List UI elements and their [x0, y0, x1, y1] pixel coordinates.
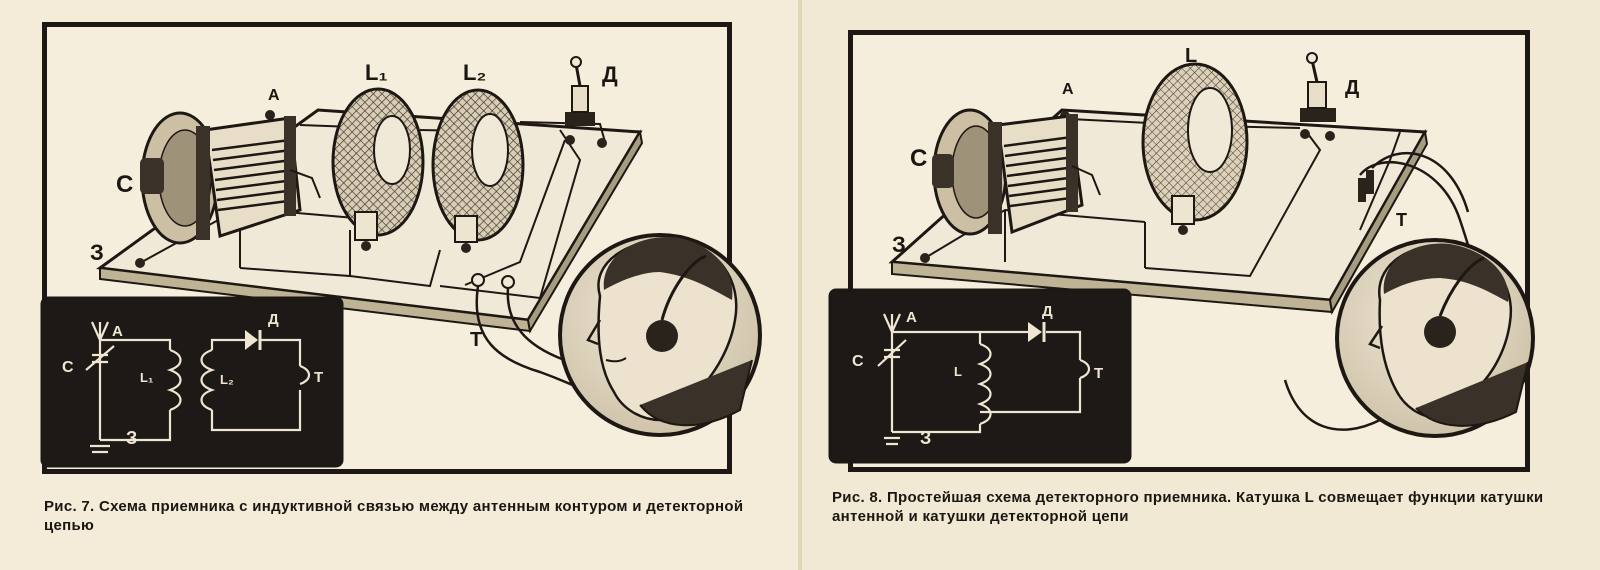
label-d-fig8: Д [1345, 77, 1359, 99]
figure-8-caption: Рис. 8. Простейшая схема детекторного пр… [832, 489, 1544, 525]
schematic-label-a-fig8: А [906, 309, 917, 326]
label-d: Д [602, 62, 618, 87]
label-z-fig8: З [892, 232, 906, 257]
schematic-inset-fig8 [828, 288, 1132, 464]
label-t: Т [470, 329, 482, 351]
schematic-label-c-fig8: С [852, 353, 864, 370]
figure-7-illustration: С А L₁ L₂ Д З Т А С L₁ L₂ Д Т З [40, 56, 762, 468]
schematic-label-z: З [126, 428, 137, 448]
label-l1: L₁ [365, 60, 388, 85]
label-c: С [116, 171, 133, 198]
label-l2: L₂ [463, 60, 486, 85]
figure-8-illustration: С А L Д З Т А С L Д Т З [828, 45, 1535, 464]
schematic-label-l1: L₁ [140, 370, 153, 385]
variable-capacitor-fig8 [932, 108, 1101, 236]
label-l-fig8: L [1185, 45, 1197, 67]
schematic-label-t-fig8: Т [1094, 365, 1103, 382]
listener-portrait-fig8 [1335, 238, 1535, 438]
figure-7-caption: Рис. 7. Схема приемника с индуктивной св… [44, 498, 744, 534]
schematic-label-t: Т [314, 369, 323, 386]
schematic-inset-fig7 [40, 296, 344, 468]
schematic-label-a: А [112, 323, 123, 340]
schematic-label-l-fig8: L [954, 364, 962, 379]
schematic-label-z-fig8: З [920, 428, 931, 448]
variable-capacitor [140, 111, 321, 245]
label-a: А [268, 87, 280, 104]
coil-l2 [431, 88, 525, 253]
detector [565, 56, 595, 126]
coil-l [1141, 62, 1249, 235]
label-t-fig8: Т [1396, 210, 1407, 230]
schematic-label-d-fig8: Д [1042, 303, 1053, 320]
detector-fig8 [1300, 52, 1336, 122]
schematic-label-l2: L₂ [220, 372, 234, 387]
coil-l1 [331, 87, 425, 251]
label-c-fig8: С [910, 145, 927, 172]
schematic-label-c: С [62, 359, 74, 376]
label-a-fig8: А [1062, 81, 1074, 98]
label-z: З [90, 240, 104, 265]
schematic-label-d: Д [268, 311, 279, 328]
page-gutter [798, 0, 802, 570]
listener-portrait [558, 233, 762, 437]
